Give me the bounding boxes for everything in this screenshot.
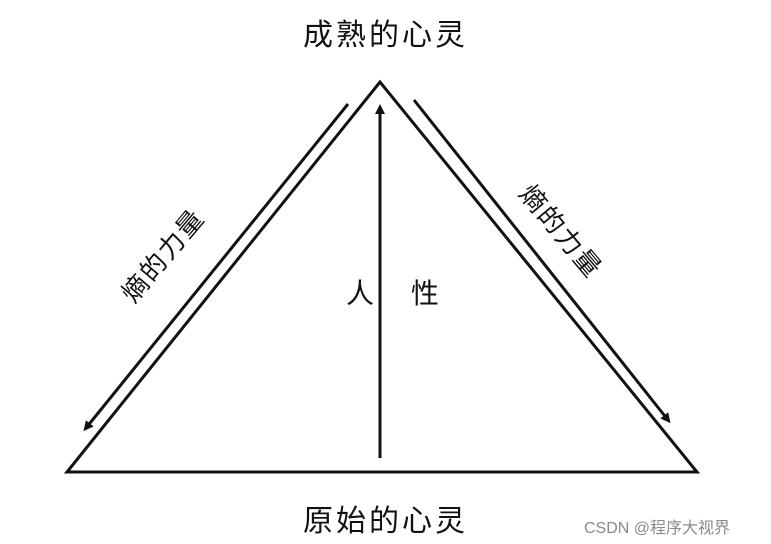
entropy-arrow-left [83,103,350,432]
watermark: CSDN @程序大视界 [584,520,731,537]
mature-mind-label: 成熟的心灵 [303,18,468,53]
entropy-arrow-right [412,99,671,424]
triangle-outline [63,79,701,474]
primitive-mind-label: 原始的心灵 [303,504,468,539]
humanity-label: 人 性 [346,277,453,310]
